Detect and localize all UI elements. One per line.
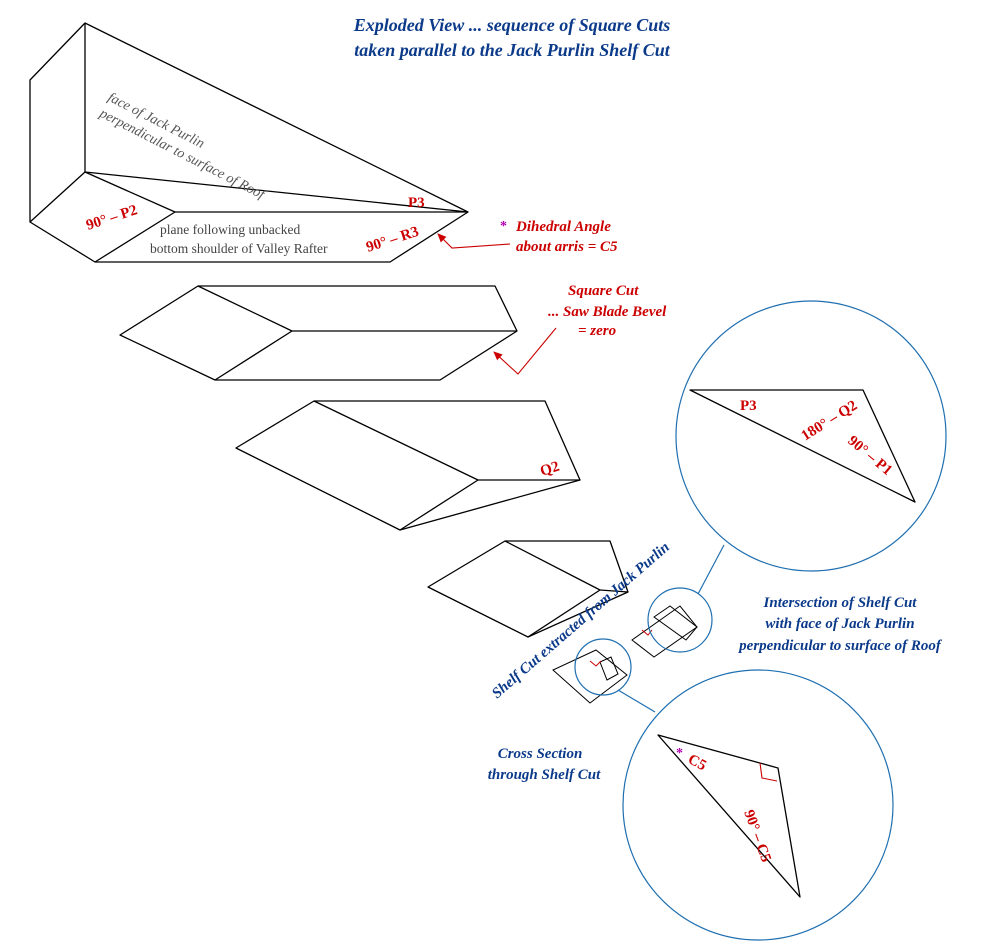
circle-bottom-label-c5: C5 (685, 751, 709, 774)
cross-section-note-line-2: through Shelf Cut (488, 767, 601, 783)
block-3 (235, 400, 581, 531)
block-2-square-cut (119, 285, 518, 381)
dihedral-line-1: Dihedral Angle (515, 219, 611, 235)
square-cut-line-1: Square Cut (568, 283, 639, 299)
magnifier-circle-small-upper (647, 587, 713, 653)
circle-top-label-90-p1: 90° – P1 (844, 433, 895, 479)
label-90-r3: 90° – R3 (364, 224, 421, 256)
title-line-2: taken parallel to the Jack Purlin Shelf … (354, 40, 671, 60)
cross-section-triangle (657, 734, 801, 898)
intersection-triangle (689, 389, 916, 503)
plane-note-line-2: bottom shoulder of Valley Rafter (150, 241, 328, 256)
dihedral-line-2: about arris = C5 (516, 239, 618, 255)
circle-bottom-star: * (676, 746, 683, 761)
circle-top-label-p3: P3 (740, 398, 757, 414)
block-4 (427, 540, 629, 638)
label-90-p2: 90° – P2 (84, 202, 139, 233)
square-cut-arrow (493, 327, 557, 375)
circle-bottom-label-90-c5: 90° – C5 (740, 808, 774, 865)
magnifier-circle-small-lower (574, 638, 632, 696)
plane-note-line-1: plane following unbacked (160, 222, 300, 237)
shelf-cut-piece-upper (631, 605, 698, 658)
title-line-1: Exploded View ... sequence of Square Cut… (353, 15, 671, 35)
shelf-cut-extract-note: Shelf Cut extracted from Jack Purlin (489, 539, 673, 702)
block-1-jack-purlin-end (29, 22, 469, 263)
intersection-note-line-3: perpendicular to surface of Roof (737, 638, 943, 654)
label-q2-block: Q2 (538, 459, 561, 480)
square-cut-line-2: ... Saw Blade Bevel (548, 304, 667, 320)
label-p3-block: P3 (408, 195, 425, 211)
dihedral-arrow (437, 233, 511, 249)
magnifier-connector-upper (697, 544, 725, 595)
intersection-note-line-2: with face of Jack Purlin (765, 616, 914, 632)
right-angle-mark (759, 762, 778, 782)
face-note: face of Jack Purlin perpendicular to sur… (96, 90, 268, 203)
detail-circle-cross-section (622, 669, 894, 941)
cross-section-note-line-1: Cross Section (498, 746, 583, 762)
intersection-note-line-1: Intersection of Shelf Cut (763, 595, 918, 611)
magnifier-connector-lower (617, 689, 656, 713)
dihedral-star: * (500, 219, 507, 234)
square-cut-line-3: = zero (578, 323, 616, 339)
shelf-cut-piece-lower (552, 649, 628, 704)
detail-circle-intersection (675, 300, 947, 572)
